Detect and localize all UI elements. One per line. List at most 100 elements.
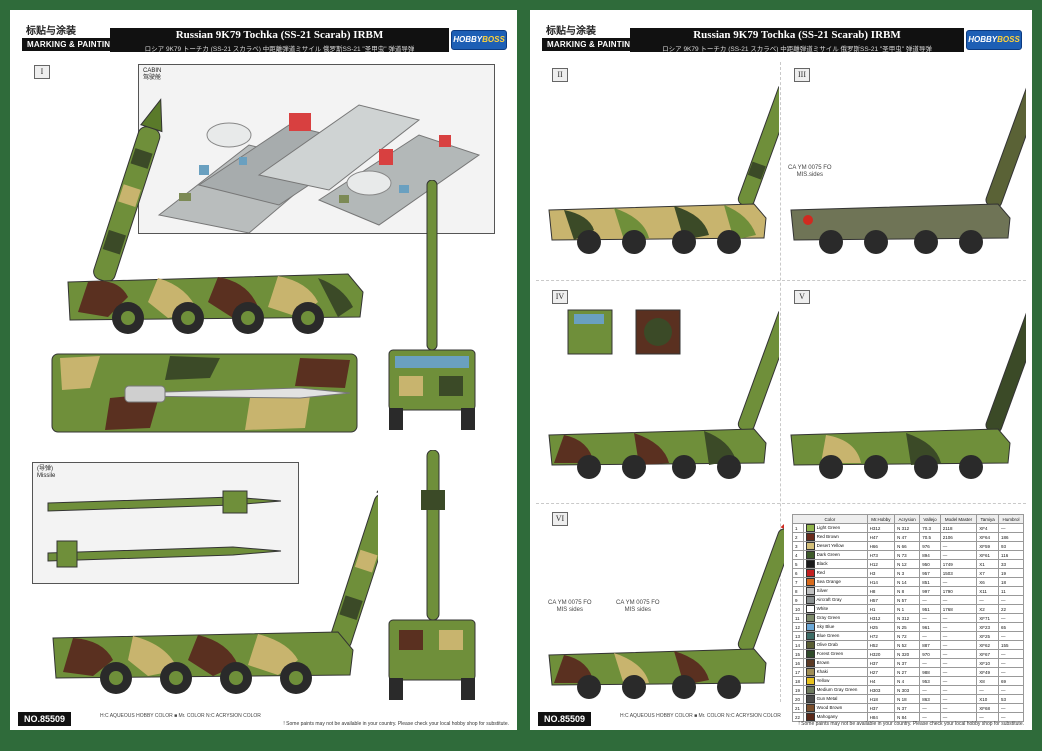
- color-code-hu: 53: [998, 694, 1024, 704]
- color-name-cell: Olive Drab: [803, 640, 868, 650]
- title-bar: [630, 28, 964, 52]
- color-name-cell: Gun Metal: [803, 694, 868, 704]
- color-code-ac: N 66: [894, 541, 921, 551]
- step-2-marker: II: [552, 68, 568, 82]
- color-name: White: [815, 606, 829, 612]
- hobbyboss-logo: HOBBYBOSS: [966, 30, 1022, 50]
- color-code-ta: XF4: [976, 523, 1000, 533]
- color-code-hu: 19: [998, 568, 1024, 578]
- color-code-mm: 2106: [939, 532, 978, 542]
- color-code-va: 851: [919, 577, 941, 587]
- color-code-ta: XF59: [976, 541, 1000, 551]
- color-code-mm: 1768: [939, 604, 978, 614]
- color-code-hu: —: [998, 631, 1024, 641]
- color-number: 19: [791, 685, 805, 695]
- hobbyboss-logo: HOBBYBOSS: [451, 30, 507, 50]
- color-number: 8: [791, 586, 805, 596]
- color-code-ac: N 3: [894, 568, 921, 578]
- color-name-cell: White: [803, 604, 868, 614]
- color-number: 13: [791, 631, 805, 641]
- color-swatch: [806, 587, 816, 595]
- color-name: Olive Drab: [815, 642, 838, 648]
- color-swatch: [806, 560, 816, 568]
- color-code-mm: —: [939, 577, 978, 587]
- color-code-va: —: [919, 613, 941, 623]
- color-name: Sky Blue: [815, 624, 835, 630]
- color-name: Silver: [815, 588, 828, 594]
- color-code-hu: 65: [998, 622, 1024, 632]
- callout-step-6b: CA YM 0075 FO MIS sides: [616, 600, 660, 613]
- color-code-hu: —: [998, 613, 1024, 623]
- color-code-ta: XF71: [976, 613, 1000, 623]
- color-code-mh: H66: [866, 541, 896, 551]
- color-code-ac: N 84: [894, 712, 921, 722]
- color-code-ta: X11: [976, 586, 1000, 596]
- color-name: Aircraft Gray: [815, 597, 842, 603]
- color-code-mm: —: [939, 550, 978, 560]
- color-code-hu: —: [998, 712, 1024, 722]
- color-chart-header-cell: Model Master: [939, 514, 978, 524]
- color-number: 15: [791, 649, 805, 659]
- color-code-ac: N 25: [894, 622, 921, 632]
- color-code-hu: —: [998, 649, 1024, 659]
- color-code-mh: H57: [866, 595, 896, 605]
- color-number: 2: [791, 532, 805, 542]
- color-swatch: [806, 641, 816, 649]
- color-swatch: [806, 650, 816, 658]
- color-code-ac: N 1: [894, 604, 921, 614]
- color-code-va: 953: [919, 676, 941, 686]
- color-swatch: [806, 623, 816, 631]
- color-name-cell: Silver: [803, 586, 868, 596]
- callout-step-6a: CA YM 0075 FO MIS sides: [548, 600, 592, 613]
- color-name: Khaki: [815, 669, 828, 675]
- color-number: 7: [791, 577, 805, 587]
- color-number: 11: [791, 613, 805, 623]
- color-code-mm: —: [939, 685, 978, 695]
- color-name-cell: Gray Green: [803, 613, 868, 623]
- color-code-mh: H52: [866, 640, 896, 650]
- marking-painting-label: MARKING & PAINTING: [542, 38, 642, 51]
- color-code-mh: H312: [866, 613, 896, 623]
- color-swatch: [806, 578, 816, 586]
- panel-divider-vertical: [780, 62, 781, 702]
- cabin-inset-label: CABIN 驾驶舱: [143, 68, 162, 81]
- color-swatch: [806, 614, 816, 622]
- left-page: 标贴与涂装 MARKING & PAINTING Russian 9K79 To…: [10, 10, 517, 730]
- color-number: 4: [791, 550, 805, 560]
- color-code-hu: 22: [998, 604, 1024, 614]
- color-code-ta: X8: [976, 676, 1000, 686]
- color-code-mm: —: [939, 658, 978, 668]
- color-code-mh: H1: [866, 604, 896, 614]
- page-subtitle: ロシア 9K79 トーチカ (SS-21 スカラベ) 中距離弾道ミサイル 俄罗斯…: [662, 46, 932, 53]
- color-code-ac: N 73: [894, 550, 921, 560]
- missile-inset-label: (导弹) Missile: [37, 466, 56, 479]
- vehicle-step-6: [548, 515, 784, 699]
- color-code-va: 976: [919, 541, 941, 551]
- color-code-ac: N 72: [894, 631, 921, 641]
- color-name-cell: Sea Orange: [803, 577, 868, 587]
- vehicle-side-view-2: [52, 465, 378, 694]
- missile-drawings: [47, 490, 282, 568]
- color-name-cell: Red: [803, 568, 868, 578]
- color-number: 10: [791, 604, 805, 614]
- color-swatch: [806, 659, 816, 667]
- color-number: 16: [791, 658, 805, 668]
- page-header-left: 标贴与涂装 MARKING & PAINTING Russian 9K79 To…: [10, 20, 517, 56]
- color-code-mh: H27: [866, 667, 896, 677]
- color-code-mh: H3: [866, 568, 896, 578]
- kit-number: NO.85509: [538, 712, 592, 726]
- color-code-hu: 69: [998, 676, 1024, 686]
- color-code-ac: N 4: [894, 676, 921, 686]
- color-code-ta: XF23: [976, 622, 1000, 632]
- color-code-va: 957: [919, 568, 941, 578]
- color-swatch: [806, 704, 816, 712]
- color-name-cell: Khaki: [803, 667, 868, 677]
